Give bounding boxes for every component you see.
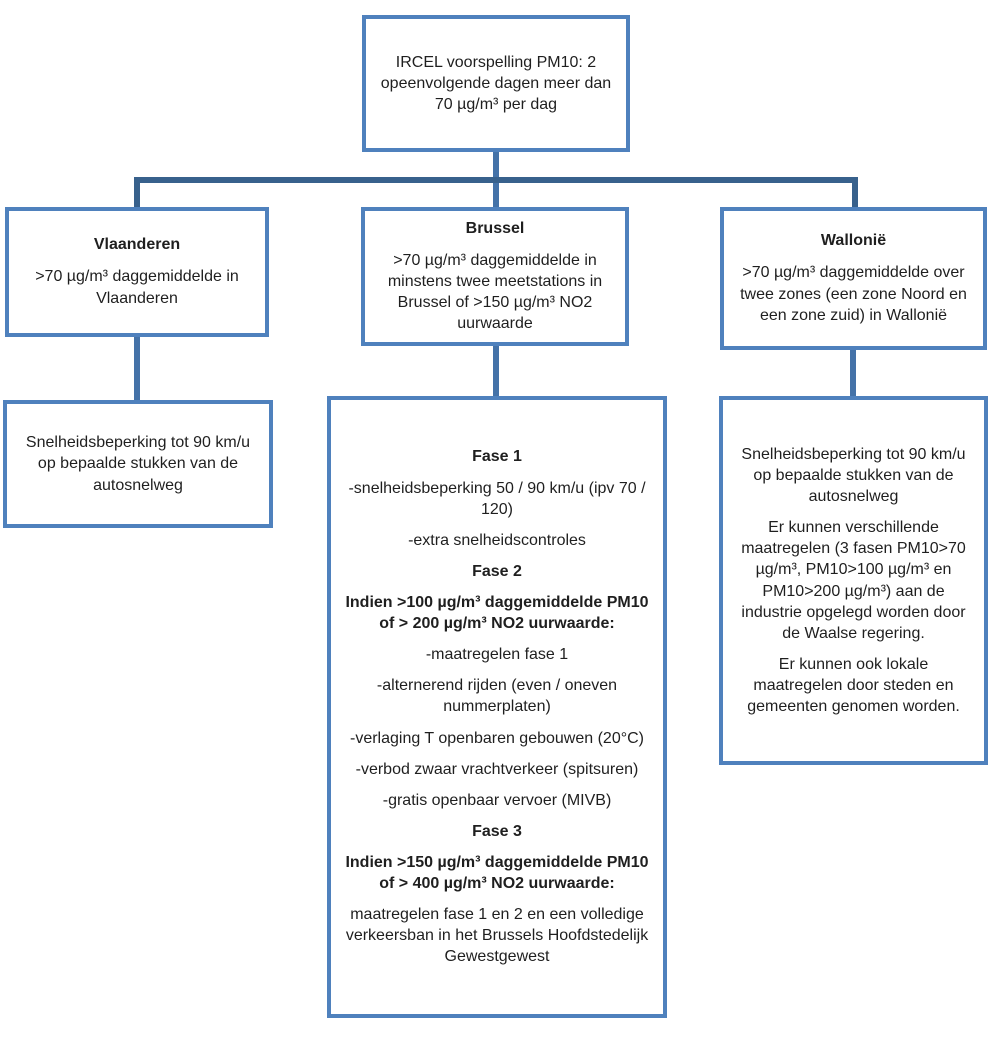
brussel-fase3-trigger: Indien >150 µg/m³ daggemiddelde PM10 of … bbox=[345, 853, 649, 893]
vlaanderen-title: Vlaanderen bbox=[93, 236, 181, 254]
brussel-title: Brussel bbox=[465, 219, 525, 237]
wallonie-action-item: Er kunnen ook lokale maatregelen door st… bbox=[747, 655, 960, 716]
brussel-action-item: -gratis openbaar vervoer (MIVB) bbox=[382, 791, 612, 809]
brussel-condition-text: >70 µg/m³ daggemiddelde in minstens twee… bbox=[387, 251, 603, 333]
brussel-action-item: -verlaging T openbaren gebouwen (20°C) bbox=[350, 729, 644, 747]
brussel-action-box: Fase 1 -snelheidsbeperking 50 / 90 km/u … bbox=[327, 396, 667, 1018]
vlaanderen-condition-box: Vlaanderen >70 µg/m³ daggemiddelde in Vl… bbox=[5, 207, 269, 337]
connector-drop-wallonie bbox=[852, 183, 858, 207]
brussel-action-item: -alternerend rijden (even / oneven numme… bbox=[376, 677, 618, 716]
brussel-action-item: -snelheidsbeperking 50 / 90 km/u (ipv 70… bbox=[348, 479, 646, 518]
connector-drop-vlaanderen bbox=[134, 183, 140, 207]
brussel-fase3-header: Fase 3 bbox=[472, 822, 522, 840]
vlaanderen-action-box: Snelheidsbeperking tot 90 km/u op bepaal… bbox=[3, 400, 273, 528]
wallonie-action-item: Er kunnen verschillende maatregelen (3 f… bbox=[741, 519, 966, 642]
connector-horizontal-bar bbox=[134, 177, 858, 183]
brussel-fase2-header: Fase 2 bbox=[472, 562, 522, 580]
brussel-action-item: -maatregelen fase 1 bbox=[425, 646, 569, 664]
brussel-action-item: maatregelen fase 1 en 2 en een volledige… bbox=[345, 906, 649, 966]
connector-brussel-action bbox=[493, 346, 499, 396]
brussel-action-item: -verbod zwaar vrachtverkeer (spitsuren) bbox=[355, 760, 639, 778]
wallonie-action-item: Snelheidsbeperking tot 90 km/u op bepaal… bbox=[741, 445, 966, 506]
root-condition-box: IRCEL voorspelling PM10: 2 opeenvolgende… bbox=[362, 15, 630, 152]
connector-drop-brussel bbox=[493, 183, 499, 207]
connector-vlaanderen-action bbox=[134, 337, 140, 400]
connector-wallonie-action bbox=[850, 350, 856, 396]
brussel-fase1-header: Fase 1 bbox=[472, 448, 522, 466]
brussel-fase2-trigger: Indien >100 µg/m³ daggemiddelde PM10 of … bbox=[345, 594, 649, 633]
connector-root-stub bbox=[493, 152, 499, 183]
vlaanderen-condition-text: >70 µg/m³ daggemiddelde in Vlaanderen bbox=[35, 268, 239, 307]
brussel-condition-box: Brussel >70 µg/m³ daggemiddelde in minst… bbox=[361, 207, 629, 346]
wallonie-title: Wallonië bbox=[820, 232, 887, 250]
vlaanderen-action-text: Snelheidsbeperking tot 90 km/u op bepaal… bbox=[25, 434, 251, 494]
wallonie-condition-box: Wallonië >70 µg/m³ daggemiddelde over tw… bbox=[720, 207, 987, 350]
brussel-action-item: -extra snelheidscontroles bbox=[408, 531, 586, 549]
wallonie-action-box: Snelheidsbeperking tot 90 km/u op bepaal… bbox=[719, 396, 988, 765]
wallonie-condition-text: >70 µg/m³ daggemiddelde over twee zones … bbox=[740, 264, 967, 324]
root-condition-text: IRCEL voorspelling PM10: 2 opeenvolgende… bbox=[380, 53, 612, 114]
